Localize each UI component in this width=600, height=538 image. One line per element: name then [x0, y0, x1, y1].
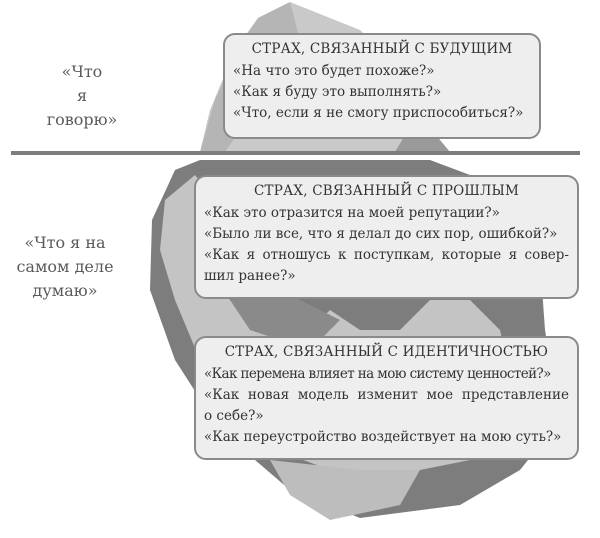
label-what-i-think-line-2: самом деле — [16, 257, 114, 276]
label-what-i-say-line-1: «Что — [61, 62, 103, 81]
fear-past-question: «Как это отразится на моей репутации?» — [204, 205, 500, 221]
fear-future-question: «На что это будет похоже?» — [233, 63, 435, 79]
fear-future-question: «Как я буду это выполнять?» — [233, 84, 442, 100]
label-what-i-say-line-2: я говорю» — [46, 86, 118, 129]
fear-past-question: «Было ли все, что я делал до сих пор, ош… — [204, 226, 558, 242]
waterline-divider — [11, 151, 580, 155]
fear-identity-question: «Как новая модель изменит мое представле… — [204, 387, 569, 403]
label-what-i-think-line-1: «Что я на — [24, 233, 106, 252]
fear-future-title: СТРАХ, СВЯЗАННЫЙ С БУДУЩИМ — [251, 41, 513, 57]
label-what-i-think: «Что я на самом деле думаю» — [10, 231, 120, 303]
fear-identity-box: СТРАХ, СВЯЗАННЫЙ С ИДЕНТИЧНОСТЬЮ «Как пе… — [194, 336, 579, 460]
fear-past-question-cont: шил ранее?» — [204, 268, 296, 284]
iceberg-body-bottom — [270, 460, 420, 520]
fear-past-title: СТРАХ, СВЯЗАННЫЙ С ПРОШЛЫМ — [253, 183, 520, 199]
fear-identity-title: СТРАХ, СВЯЗАННЫЙ С ИДЕНТИЧНОСТЬЮ — [224, 344, 549, 360]
fear-identity-question-cont: о себе?» — [204, 408, 264, 424]
fear-identity-question: «Как переустройство воздействует на мою … — [204, 429, 562, 445]
label-what-i-think-line-3: думаю» — [32, 281, 98, 300]
fear-identity-question: «Как перемена влияет на мою систему ценн… — [204, 366, 551, 382]
fear-past-question: «Как я отношусь к поступкам, которые я с… — [204, 247, 569, 263]
fear-future-question: «Что, если я не смогу приспособиться?» — [233, 105, 524, 121]
label-what-i-say: «Что я говорю» — [42, 60, 122, 132]
fear-past-box: СТРАХ, СВЯЗАННЫЙ С ПРОШЛЫМ «Как это отра… — [194, 175, 579, 299]
fear-future-box: СТРАХ, СВЯЗАННЫЙ С БУДУЩИМ «На что это б… — [223, 33, 541, 139]
